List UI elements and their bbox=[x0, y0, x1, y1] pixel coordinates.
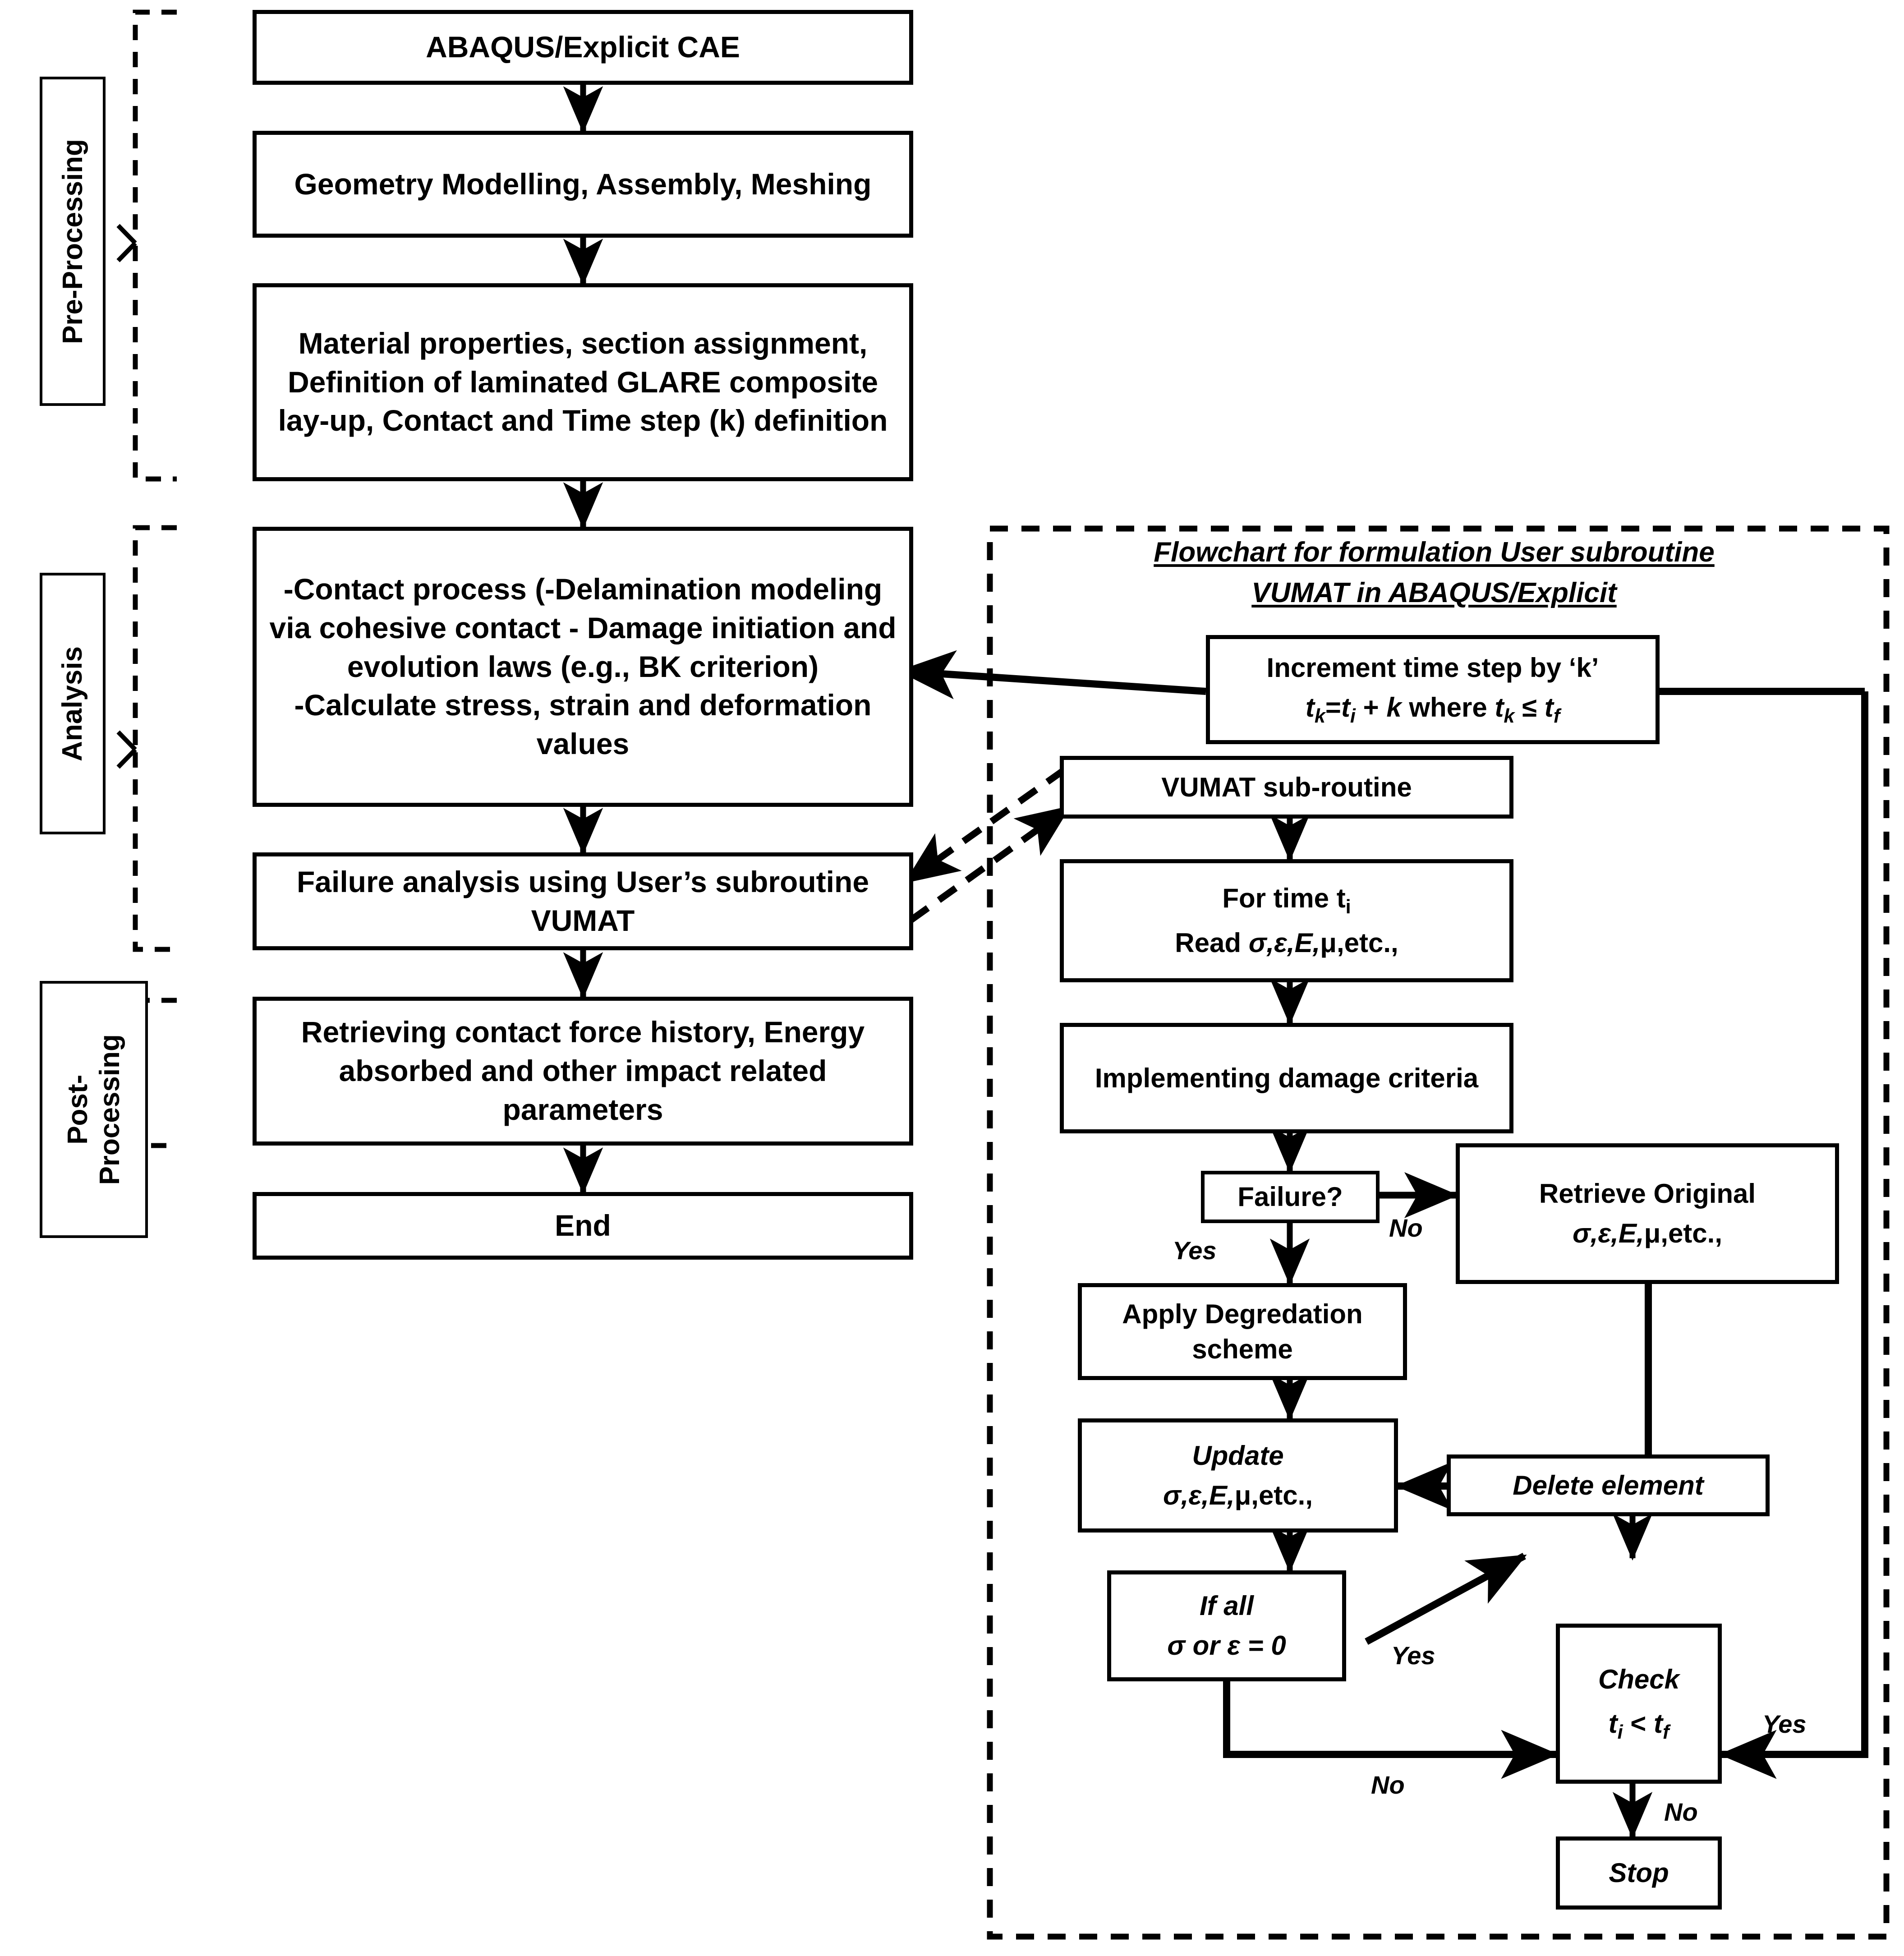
ifall-line-1: If all bbox=[1199, 1591, 1254, 1621]
vumat-panel-title-line1: Flowchart for formulation User subroutin… bbox=[1154, 537, 1715, 568]
box-implementing-damage-criteria[interactable]: Implementing damage criteria bbox=[1060, 1023, 1513, 1133]
update-line-1: Update bbox=[1192, 1440, 1284, 1471]
box-vumat-subroutine[interactable]: VUMAT sub-routine bbox=[1060, 756, 1513, 819]
box-retrieving-results[interactable]: Retrieving contact force history, Energy… bbox=[253, 997, 913, 1146]
box-contact-process[interactable]: -Contact process (-Delamination modeling… bbox=[253, 527, 913, 807]
for-time-line-1: For time ti bbox=[1222, 883, 1351, 918]
box-apply-degredation-scheme[interactable]: Apply Degredation scheme bbox=[1078, 1283, 1407, 1380]
box-increment-time-step[interactable]: Increment time step by ‘k’ tk=ti + k whe… bbox=[1206, 635, 1660, 744]
edge-label-failure-no: No bbox=[1389, 1214, 1423, 1242]
box-delete-element[interactable]: Delete element bbox=[1447, 1454, 1770, 1516]
increment-line-1: Increment time step by ‘k’ bbox=[1266, 652, 1599, 683]
stage-label-post-processing: Post-Processing bbox=[40, 981, 148, 1238]
box-material-properties[interactable]: Material properties, section assignment,… bbox=[253, 283, 913, 481]
increment-line-2: tk=ti + k where tk ≤ tf bbox=[1305, 692, 1560, 727]
for-time-line-2: Read σ,ε,E,μ,etc., bbox=[1175, 927, 1398, 958]
vumat-panel-title-line2: VUMAT in ABAQUS/Explicit bbox=[1251, 577, 1617, 608]
box-geometry-modelling[interactable]: Geometry Modelling, Assembly, Meshing bbox=[253, 131, 913, 238]
edge-label-check-no: No bbox=[1664, 1798, 1698, 1826]
retrieve-line-1: Retrieve Original bbox=[1539, 1178, 1756, 1209]
box-failure-analysis[interactable]: Failure analysis using User’s subroutine… bbox=[253, 852, 913, 950]
stage-label-post-processing-text: Post-Processing bbox=[62, 1034, 125, 1185]
edge-label-failure-yes: Yes bbox=[1173, 1236, 1217, 1265]
box-check-time-decision[interactable]: Check ti < tf bbox=[1556, 1624, 1722, 1784]
stage-label-pre-processing: Pre-Processing bbox=[40, 77, 106, 406]
stage-label-analysis: Analysis bbox=[40, 573, 106, 834]
box-for-time-read[interactable]: For time ti Read σ,ε,E,μ,etc., bbox=[1060, 859, 1513, 982]
update-line-2: σ,ε,E,μ,etc., bbox=[1163, 1480, 1313, 1510]
check-line-2: ti < tf bbox=[1608, 1708, 1669, 1744]
stage-label-pre-processing-text: Pre-Processing bbox=[57, 138, 88, 344]
edge-label-ifall-yes: Yes bbox=[1391, 1641, 1435, 1670]
stage-label-analysis-text: Analysis bbox=[57, 646, 88, 761]
edge-label-check-yes: Yes bbox=[1762, 1710, 1807, 1738]
box-update-values[interactable]: Update σ,ε,E,μ,etc., bbox=[1078, 1418, 1398, 1533]
box-retrieve-original[interactable]: Retrieve Original σ,ε,E,μ,etc., bbox=[1456, 1143, 1839, 1284]
box-abaqus-cae[interactable]: ABAQUS/Explicit CAE bbox=[253, 10, 913, 85]
retrieve-line-2: σ,ε,E,μ,etc., bbox=[1572, 1218, 1722, 1248]
vumat-panel-title: Flowchart for formulation User subroutin… bbox=[1051, 532, 1817, 613]
box-end[interactable]: End bbox=[253, 1192, 913, 1260]
box-stop[interactable]: Stop bbox=[1556, 1836, 1722, 1910]
check-line-1: Check bbox=[1598, 1664, 1680, 1695]
ifall-line-2: σ or ε = 0 bbox=[1167, 1630, 1286, 1661]
box-failure-decision[interactable]: Failure? bbox=[1201, 1171, 1380, 1223]
box-if-all-decision[interactable]: If all σ or ε = 0 bbox=[1107, 1570, 1346, 1681]
edge-label-ifall-no: No bbox=[1371, 1771, 1405, 1799]
